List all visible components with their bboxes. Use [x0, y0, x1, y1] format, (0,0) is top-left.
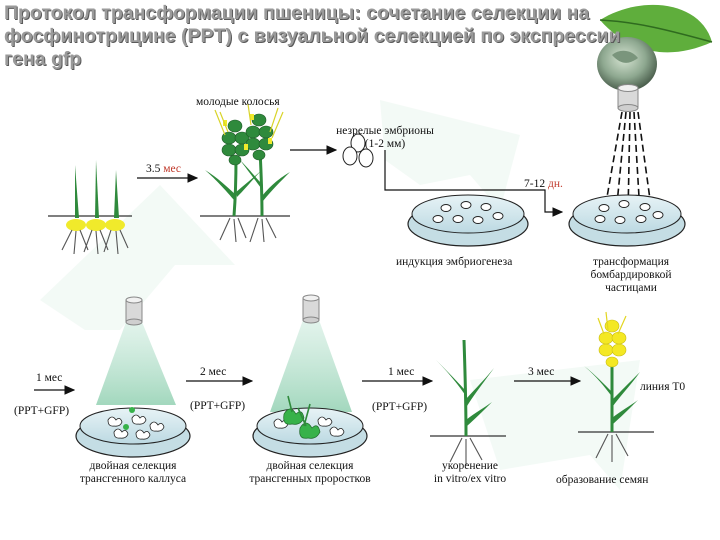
label-sprout-selection: двойная селекция трансгенных проростков	[230, 460, 390, 486]
label-immature-embryos: незрелые эмбрионы (1-2 мм)	[330, 125, 440, 151]
label-bombardment: трансформация бомбардировкой частицами	[566, 256, 696, 295]
label-callus-selection-line1: двойная селекция	[89, 460, 177, 472]
background-recycle-shapes	[40, 100, 640, 490]
label-rooting-line2: in vitro/ex vitro	[433, 473, 507, 485]
callus-selection-dish	[75, 407, 191, 458]
label-time-3-5-unit: мес	[163, 163, 182, 175]
label-immature-embryos-line1: незрелые эмбрионы	[336, 125, 434, 137]
label-line-t0: линия Т0	[640, 381, 686, 393]
label-time-7-12-unit: дн.	[547, 178, 563, 190]
label-ppt-gfp-sprouts: (PPT+GFP)	[190, 400, 246, 412]
uv-lamp-1	[96, 296, 176, 405]
label-time-2-months: 2 мес	[200, 366, 227, 378]
bombardment-dish	[568, 194, 686, 247]
embryogenesis-dish	[407, 194, 529, 247]
slide-title: Протокол трансформации пшеницы: сочетани…	[4, 2, 621, 70]
label-time-3-months: 3 мес	[528, 366, 555, 378]
mature-plant-t0	[578, 311, 654, 462]
label-seed-formation: образование семян	[556, 474, 649, 486]
particle-stream	[603, 111, 653, 215]
label-time-1-month-a: 1 мес	[36, 372, 63, 384]
label-callus-selection: двойная селекция трансгенного каллуса	[58, 460, 208, 486]
label-bombardment-line1: трансформация	[592, 256, 670, 268]
rooting-plant	[430, 339, 506, 465]
label-time-1-month-b: 1 мес	[388, 366, 415, 378]
label-bombardment-line2: бомбардировкой	[590, 269, 672, 281]
label-rooting: укоренение in vitro/ex vitro	[415, 460, 525, 486]
young-ears-plants	[200, 103, 290, 243]
label-young-ears: молодые колосья	[196, 96, 280, 108]
label-embryogenesis: индукция эмбриогенеза	[396, 256, 513, 268]
label-time-3-5-value: 3.5	[146, 163, 161, 175]
label-bombardment-line3: частицами	[605, 282, 657, 294]
sprout-selection-dish	[252, 395, 368, 458]
bottom-row-arrows	[34, 376, 582, 395]
label-time-7-12-days: 7-12 дн.	[524, 178, 563, 191]
top-row-arrows	[137, 145, 564, 217]
label-sprout-selection-line2: трансгенных проростков	[249, 473, 371, 485]
label-time-3-5-months: 3.5 мес	[146, 163, 181, 176]
immature-embryos	[342, 133, 374, 168]
label-sprout-selection-line1: двойная селекция	[266, 460, 354, 472]
label-ppt-gfp-rooting: (PPT+GFP)	[372, 401, 428, 413]
label-callus-selection-line2: трансгенного каллуса	[79, 473, 187, 485]
uv-lamp-2	[270, 294, 352, 412]
label-ppt-gfp-callus: (PPT+GFP)	[14, 405, 70, 417]
seedlings-in-soil	[48, 160, 132, 255]
label-rooting-line1: укоренение	[441, 460, 499, 472]
label-immature-embryos-line2: (1-2 мм)	[364, 138, 406, 150]
label-time-7-12-value: 7-12	[524, 178, 546, 190]
globe-leaf-icon	[597, 4, 713, 112]
